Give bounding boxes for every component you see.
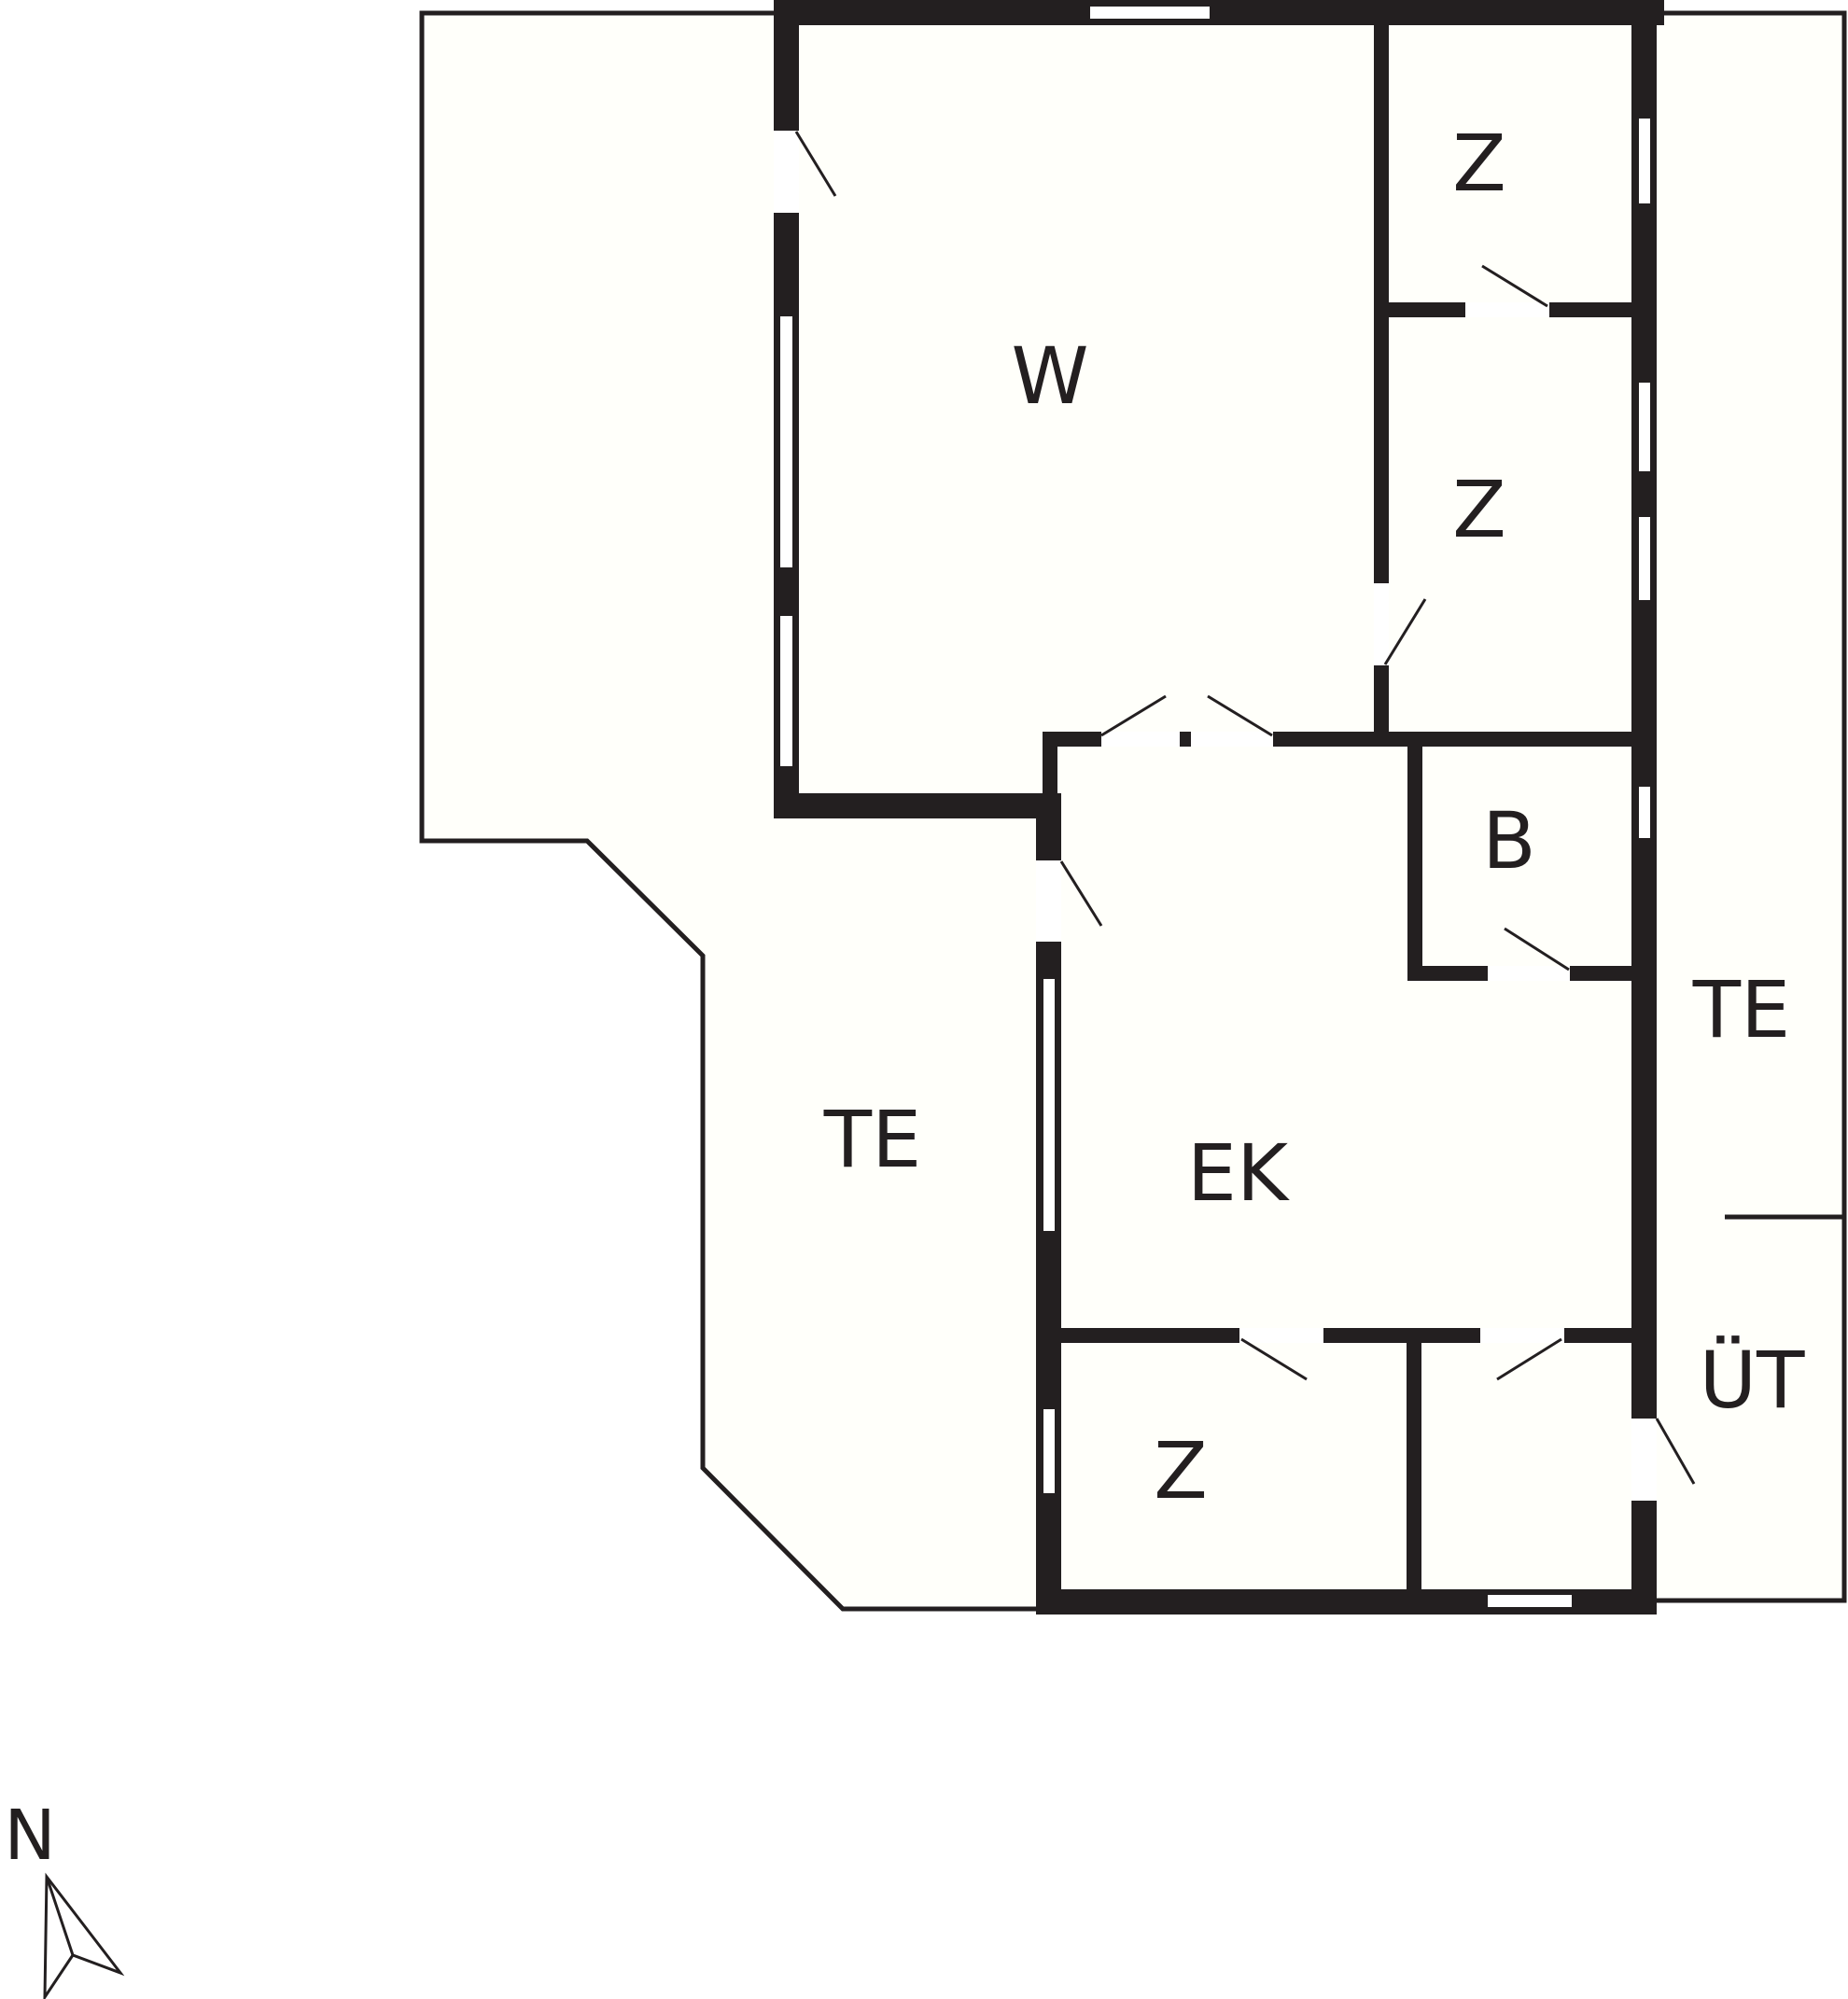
room-label-bedroom-s: Z: [1154, 1425, 1208, 1517]
room-label-bedroom-e: Z: [1452, 464, 1506, 555]
room-label-passage: ÜT: [1700, 1335, 1805, 1426]
windows: [778, 5, 1652, 1609]
room-label-kitchen: EK: [1187, 1127, 1290, 1219]
window-east-2: [1637, 381, 1652, 473]
window-east-3: [1637, 515, 1652, 602]
room-label-living: W: [1011, 330, 1088, 422]
door-openings: [774, 131, 1657, 1501]
room-label-bedroom-ne: Z: [1452, 118, 1506, 209]
window-north: [1088, 5, 1211, 21]
room-label-terrace-east: TE: [1692, 964, 1790, 1055]
door-swings: [794, 131, 1696, 1485]
window-bedroom-s-west: [1042, 1407, 1057, 1495]
window-south: [1486, 1593, 1574, 1609]
compass: N: [4, 1796, 125, 1999]
north-arrow-icon: [43, 1872, 125, 1999]
window-kitchen-west: [1042, 977, 1057, 1233]
room-label-terrace-west: TE: [823, 1094, 921, 1185]
window-east-4: [1637, 785, 1652, 840]
window-west-1: [778, 315, 794, 569]
window-west-2: [778, 614, 794, 768]
window-east-1: [1637, 117, 1652, 205]
compass-label: N: [4, 1796, 55, 1876]
interior-floor: [786, 13, 1652, 1609]
room-label-bathroom: B: [1482, 795, 1536, 887]
